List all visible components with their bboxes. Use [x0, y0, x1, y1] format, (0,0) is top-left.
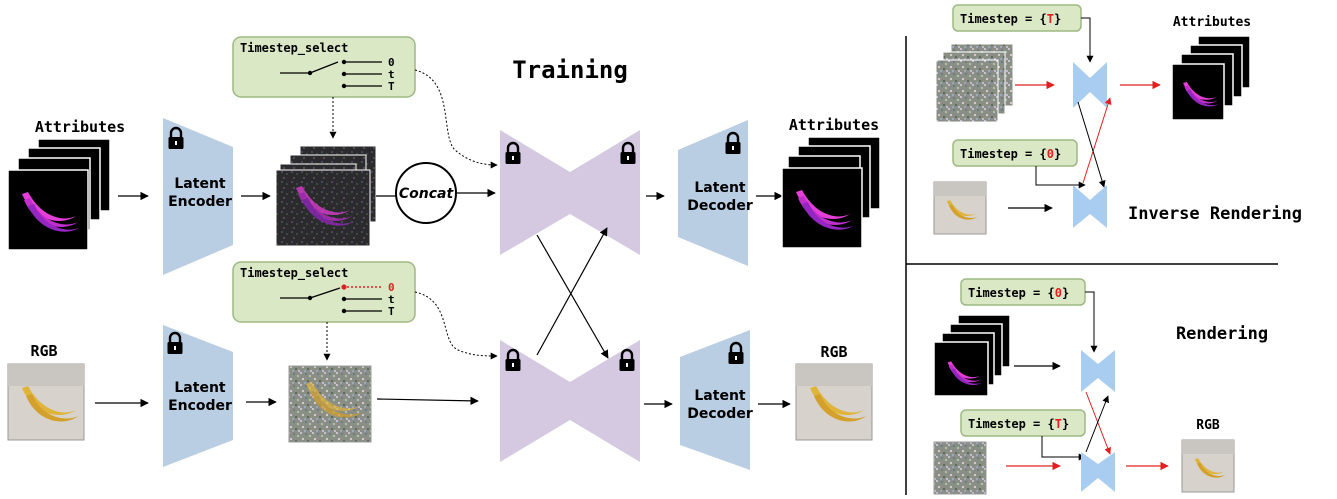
rendering-noise-image: [933, 441, 987, 495]
rendering-output-label: RGB: [1196, 418, 1220, 433]
svg-text:Timestep_select: Timestep_select: [240, 41, 348, 56]
rendering-unet-top: [1081, 350, 1115, 392]
svg-text:Latent: Latent: [694, 180, 746, 196]
training-title: Training: [512, 56, 628, 84]
svg-text:T: T: [388, 305, 395, 318]
svg-text:Timestep = {0}: Timestep = {0}: [960, 147, 1061, 161]
inverse-noise-stack: [935, 43, 1014, 123]
concat-node: Concat: [395, 162, 457, 224]
bottom-latent-decoder: Latent Decoder: [680, 330, 753, 470]
rendering-attributes-stack: [933, 314, 1011, 397]
inverse-timestep-bottom: Timestep = {0}: [952, 139, 1078, 167]
top-unet: [500, 130, 640, 255]
svg-text:Encoder: Encoder: [168, 398, 232, 414]
svg-text:Decoder: Decoder: [687, 198, 753, 214]
inverse-unet-top: [1073, 62, 1107, 108]
top-noisy-latent: [275, 145, 377, 247]
svg-text:Encoder: Encoder: [168, 194, 232, 210]
inverse-attributes-stack: [1171, 35, 1251, 121]
bottom-noisy-latent: [288, 365, 372, 443]
top-timestep-selector: Timestep_select 0 t T: [232, 36, 416, 98]
svg-text:Latent: Latent: [174, 176, 226, 192]
svg-text:Decoder: Decoder: [687, 406, 753, 422]
svg-text:T: T: [388, 80, 395, 93]
bottom-unet: [500, 340, 640, 462]
rgb-input-image: [7, 363, 85, 441]
bottom-timestep-selector: Timestep_select 0 t T: [232, 261, 416, 323]
rgb-output-image: [795, 363, 873, 441]
bottom-output-label: RGB: [820, 343, 847, 361]
bottom-input-label: RGB: [30, 342, 57, 360]
inverse-rendering-title: Inverse Rendering: [1128, 204, 1302, 224]
svg-text:Timestep = {T}: Timestep = {T}: [960, 12, 1061, 26]
rendering-timestep-top: Timestep = {0}: [960, 278, 1086, 306]
svg-text:Timestep = {T}: Timestep = {T}: [968, 417, 1069, 431]
svg-text:t: t: [388, 68, 395, 81]
top-input-label: Attributes: [35, 118, 125, 136]
svg-text:t: t: [388, 293, 395, 306]
svg-text:Latent: Latent: [174, 380, 226, 396]
svg-text:0: 0: [388, 56, 395, 69]
top-latent-decoder: Latent Decoder: [678, 120, 753, 266]
inverse-rgb-image: [933, 181, 987, 235]
rendering-unet-bottom: [1081, 452, 1115, 492]
inverse-timestep-top: Timestep = {T}: [952, 4, 1082, 32]
top-output-label: Attributes: [789, 116, 879, 134]
top-latent-encoder: Latent Encoder: [163, 118, 233, 275]
svg-text:Concat: Concat: [399, 186, 455, 202]
svg-text:Timestep_select: Timestep_select: [240, 266, 348, 281]
svg-text:Timestep = {0}: Timestep = {0}: [968, 286, 1069, 300]
rendering-rgb-output: [1181, 439, 1235, 493]
inverse-output-label: Attributes: [1173, 15, 1251, 30]
bottom-latent-encoder: Latent Encoder: [163, 325, 233, 467]
svg-text:Latent: Latent: [694, 388, 746, 404]
inverse-unet-bottom: [1073, 185, 1107, 228]
rendering-timestep-bottom: Timestep = {T}: [960, 409, 1086, 437]
rendering-title: Rendering: [1176, 324, 1268, 344]
attributes-output-stack: [781, 136, 881, 249]
svg-text:0: 0: [388, 281, 395, 294]
attributes-input-stack: [7, 138, 111, 251]
